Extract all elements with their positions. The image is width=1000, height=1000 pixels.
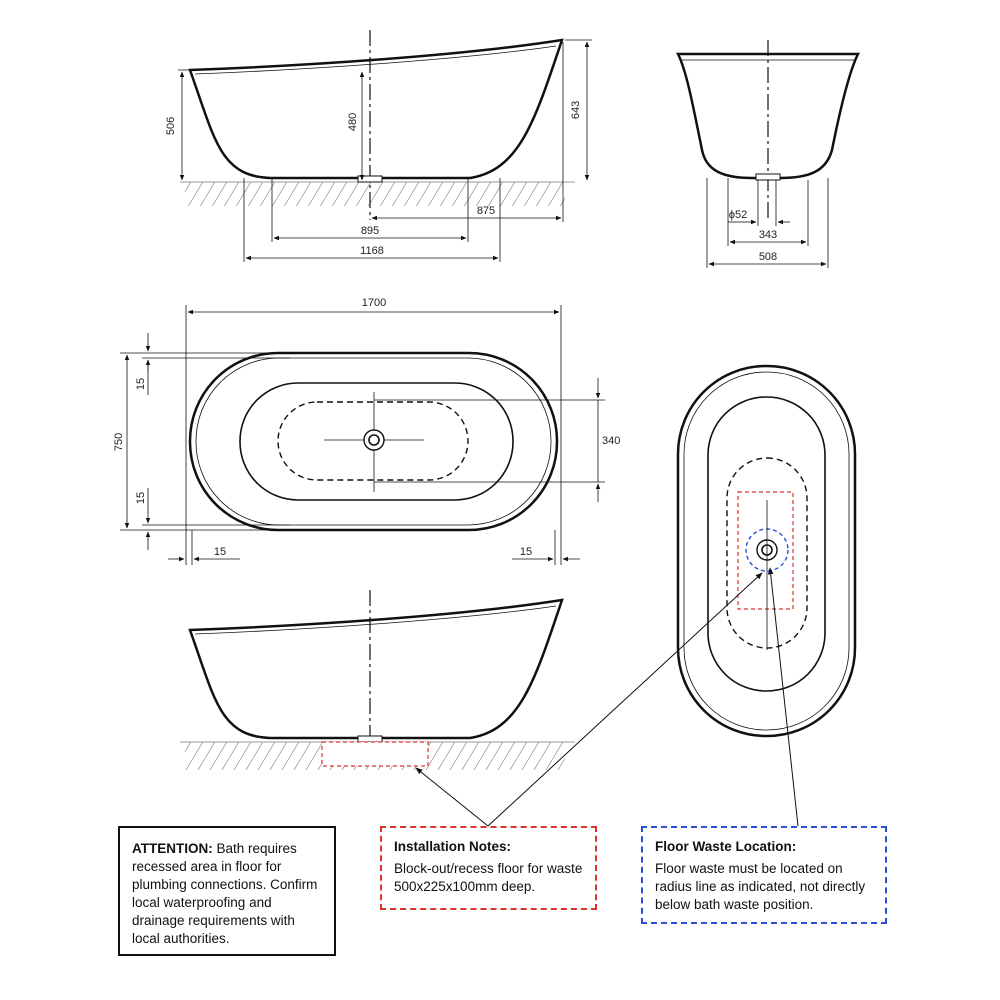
vplan-basin xyxy=(707,396,826,692)
dim-15-left: 15 xyxy=(214,546,226,558)
dim-895: 895 xyxy=(361,225,379,237)
floor-title: Floor Waste Location: xyxy=(655,839,797,854)
dim-875: 875 xyxy=(477,205,495,217)
dim-506: 506 xyxy=(165,117,177,135)
floor-hatch xyxy=(185,182,565,206)
end-elevation-view: ϕ52 343 508 xyxy=(675,40,861,268)
recess-block-plan xyxy=(737,491,794,610)
floor-waste-note: Floor Waste Location: Floor waste must b… xyxy=(641,826,887,924)
side-elevation-view: 506 480 643 875 895 1168 xyxy=(165,30,592,262)
leader-lines xyxy=(415,567,799,827)
attention-text: Bath requires recessed area in floor for… xyxy=(132,841,318,946)
install-text: Block-out/recess floor for waste 500x225… xyxy=(394,861,583,894)
dim-15-top: 15 xyxy=(135,378,147,390)
dim-343: 343 xyxy=(759,229,777,241)
plan-view: 1700 750 15 15 15 15 340 xyxy=(113,297,620,565)
bath-profile-lower xyxy=(188,598,564,740)
floor-text: Floor waste must be located on radius li… xyxy=(655,861,866,912)
plan-inner-basin xyxy=(239,382,514,501)
dim-1168: 1168 xyxy=(360,245,384,257)
install-title: Installation Notes: xyxy=(394,839,512,854)
vertical-plan-view xyxy=(676,364,857,738)
dim-508: 508 xyxy=(759,251,777,263)
dim-phi52: ϕ52 xyxy=(729,209,747,221)
dim-340: 340 xyxy=(602,435,620,447)
dim-1700: 1700 xyxy=(362,297,386,309)
recess-block-elevation xyxy=(321,741,429,767)
dim-480: 480 xyxy=(347,113,359,131)
attention-title: ATTENTION: xyxy=(132,841,217,856)
dim-643: 643 xyxy=(570,101,582,119)
dim-15-bottom: 15 xyxy=(135,492,147,504)
recess-elevation-view xyxy=(180,590,575,770)
dim-750: 750 xyxy=(113,433,125,451)
installation-notes: Installation Notes: Block-out/recess flo… xyxy=(380,826,597,910)
dim-15-right: 15 xyxy=(520,546,532,558)
attention-note: ATTENTION: Bath requires recessed area i… xyxy=(118,826,336,956)
plan-basin-floor xyxy=(277,401,469,481)
bath-profile xyxy=(188,38,564,180)
